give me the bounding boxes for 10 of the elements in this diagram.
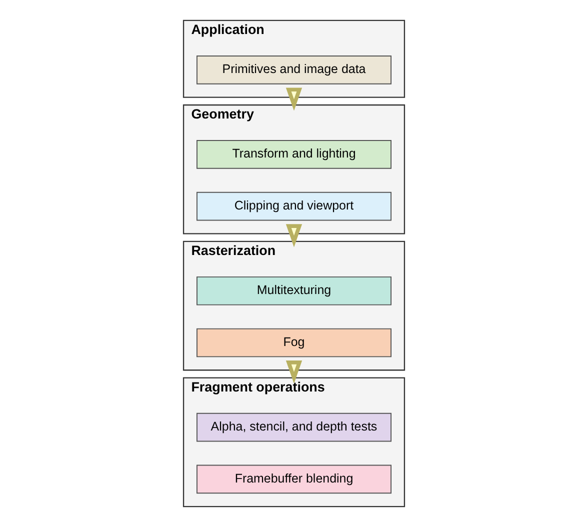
arrow <box>285 360 302 384</box>
node-box: Primitives and image data <box>196 56 391 84</box>
arrow <box>285 88 302 111</box>
node-box: Transform and lighting <box>196 140 391 169</box>
node-box: Alpha, stencil, and depth tests <box>196 412 391 442</box>
arrow <box>285 224 302 248</box>
node-box: Fog <box>196 328 391 358</box>
node-box: Multitexturing <box>196 276 391 306</box>
node-box: Clipping and viewport <box>196 192 391 221</box>
node-box: Framebuffer blending <box>196 464 391 494</box>
